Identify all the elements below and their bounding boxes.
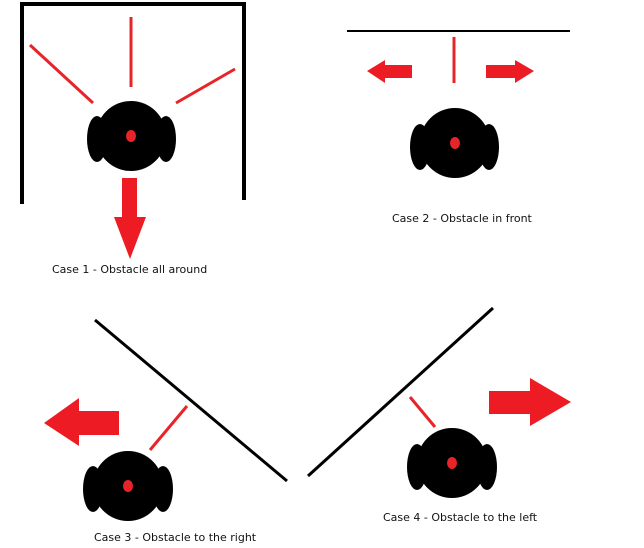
case-3-robot	[83, 451, 173, 521]
case-1-walls	[20, 2, 246, 204]
case-2-robot-center	[450, 137, 460, 149]
case-2-robot	[410, 108, 499, 178]
case-4-ray	[408, 396, 437, 428]
case-2-arrow-right	[486, 60, 534, 83]
case-4-arrow-right	[489, 378, 571, 426]
case-1-robot-center	[126, 130, 136, 142]
case-1-ray-left	[28, 43, 95, 105]
case-3-robot-center	[123, 480, 133, 492]
case-1-ray-right	[175, 67, 236, 105]
case-4-wall	[306, 306, 495, 478]
case-1-enclosure	[20, 2, 246, 204]
case-1-caption: Case 1 - Obstacle all around	[52, 263, 208, 276]
case-1-sensor-rays	[28, 17, 236, 105]
case-2-caption: Case 2 - Obstacle in front	[392, 212, 532, 225]
case-3-ray	[148, 405, 189, 451]
case-3-wall	[94, 318, 288, 483]
case-3-arrow-left	[44, 398, 119, 446]
case-3-caption: Case 3 - Obstacle to the right	[94, 531, 257, 544]
case-4-robot	[407, 428, 497, 498]
case-4-robot-center	[447, 457, 457, 469]
case-2-arrow-left	[367, 60, 412, 83]
case-1-arrow-down	[114, 178, 146, 259]
case-1-robot	[87, 101, 176, 171]
case-4-caption: Case 4 - Obstacle to the left	[383, 511, 538, 524]
